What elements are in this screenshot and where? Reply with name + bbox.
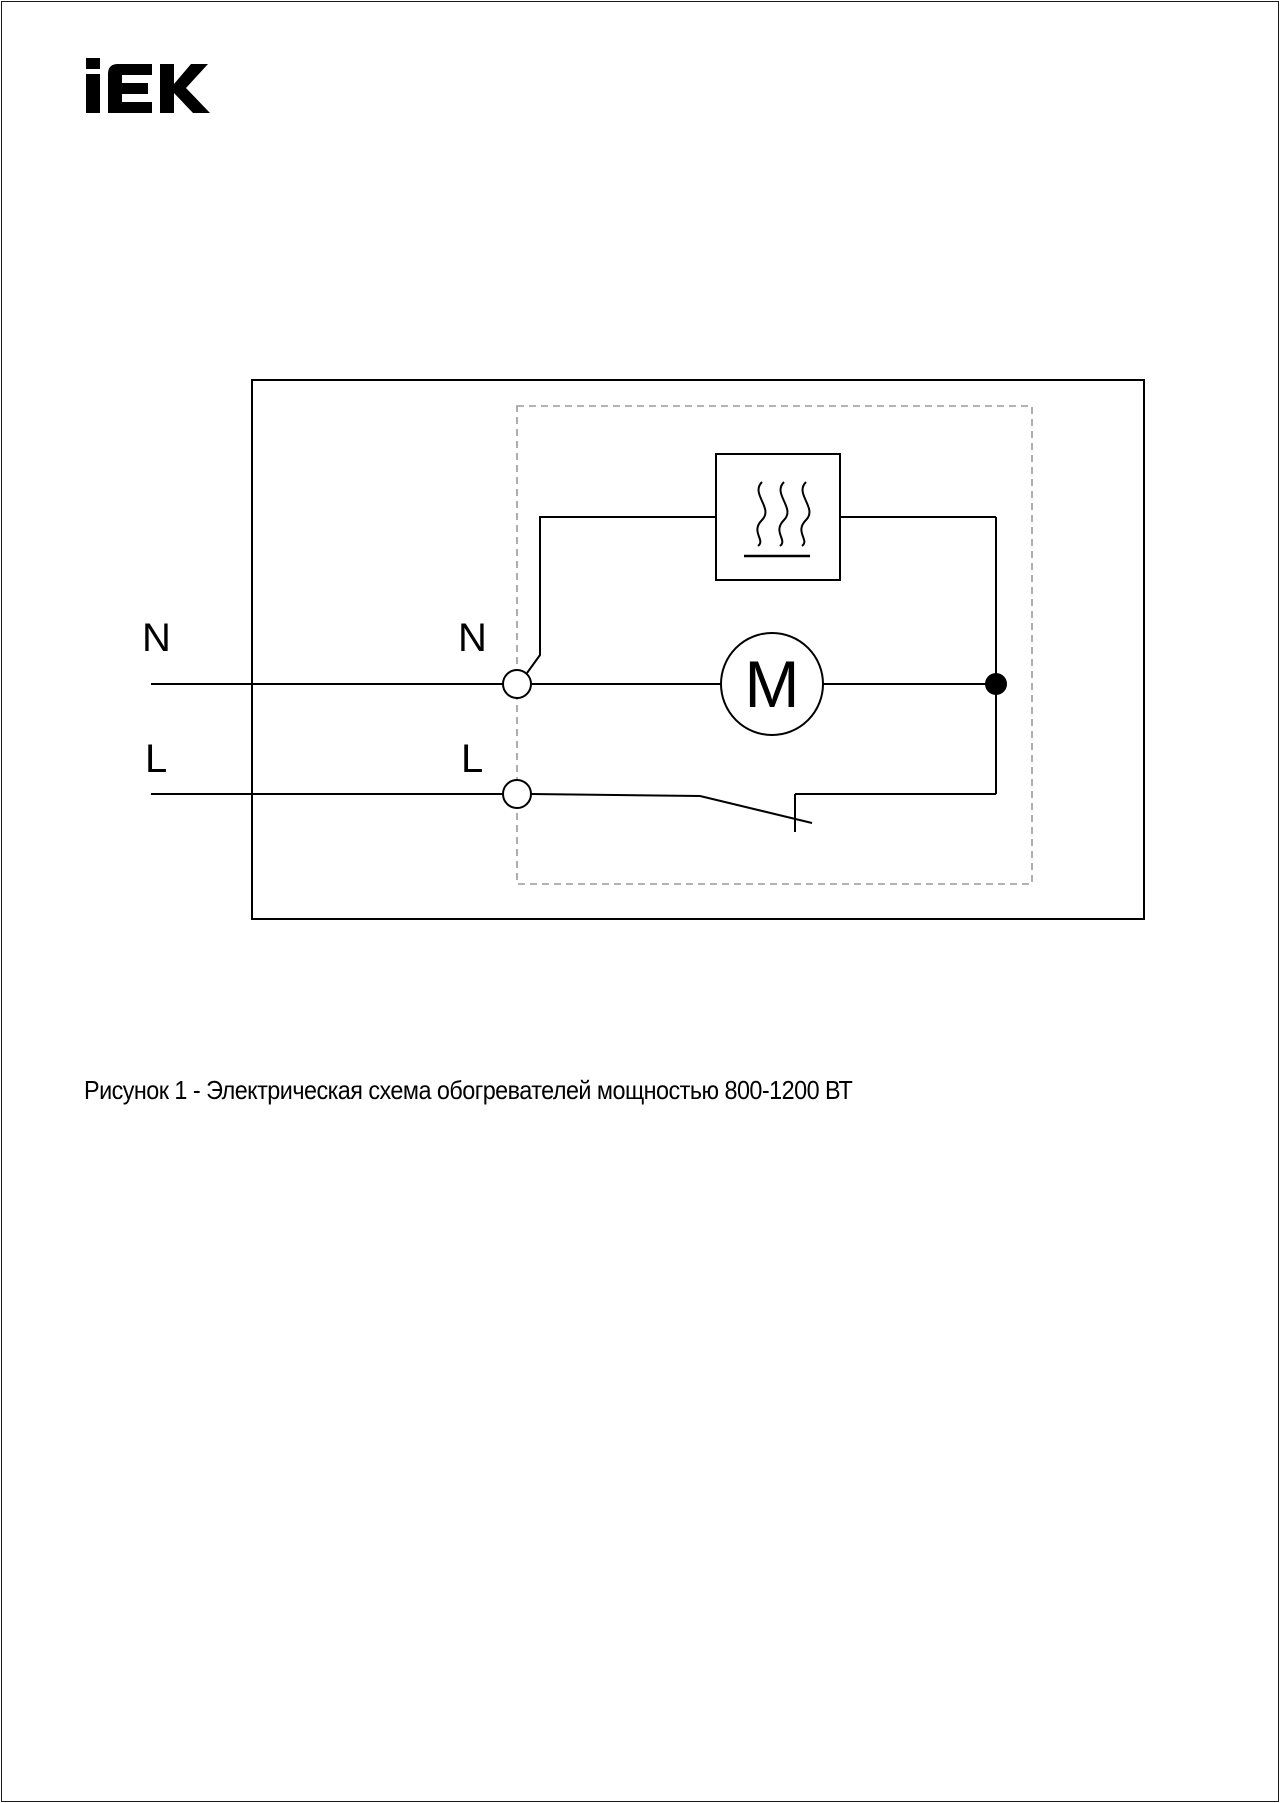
internal-enclosure	[516, 405, 1033, 885]
terminal-line-label: L	[461, 737, 483, 781]
heater-branch-wire	[526, 516, 716, 674]
figure-caption: Рисунок 1 - Электрическая схема обогрева…	[84, 1075, 853, 1105]
iek-logo	[86, 58, 210, 113]
motor-icon	[720, 632, 824, 736]
supply-neutral-label: N	[142, 616, 171, 660]
line-terminal	[502, 779, 532, 809]
heating-element-icon	[715, 453, 841, 581]
switch-icon	[699, 794, 813, 832]
terminal-neutral-label: N	[458, 616, 487, 660]
motor-label: M	[745, 647, 800, 721]
neutral-terminal	[502, 669, 532, 699]
supply-line-label: L	[145, 737, 167, 781]
switch-input-wire	[530, 793, 701, 797]
junction-dot	[985, 673, 1007, 695]
heater-housing-frame	[251, 379, 1145, 920]
